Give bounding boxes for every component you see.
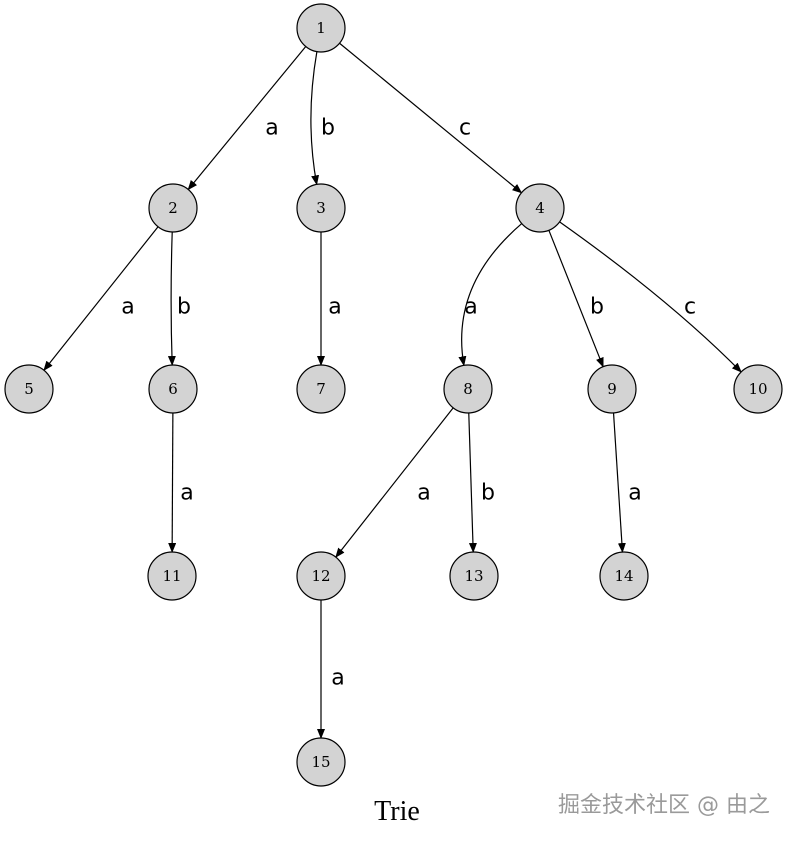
edge-line (335, 407, 454, 558)
edge-1-2: a (187, 46, 307, 191)
node-label: 3 (316, 199, 326, 217)
node-label: 12 (311, 567, 330, 585)
node-15: 15 (296, 737, 346, 787)
edge-line (548, 230, 604, 368)
edges-layer: a b c a b a a b c a a b a a (43, 42, 742, 739)
node-14: 14 (599, 551, 649, 601)
edge-line (559, 221, 742, 373)
node-circle (587, 364, 637, 414)
node-label: 9 (607, 380, 617, 398)
edge-line (168, 412, 177, 553)
node-label: 11 (162, 567, 181, 585)
node-circle (296, 3, 346, 53)
edge-8-13: b (468, 412, 495, 554)
edge-line (310, 51, 320, 186)
node-circle (4, 364, 54, 414)
node-circle (147, 551, 197, 601)
node-circle (148, 364, 198, 414)
node-label: 8 (463, 380, 473, 398)
edge-label: b (590, 295, 604, 320)
node-circle (443, 364, 493, 414)
node-circle (515, 183, 565, 233)
node-label: 10 (748, 380, 767, 398)
node-3: 3 (296, 183, 346, 233)
node-7: 7 (296, 364, 346, 414)
edge-1-4: c (339, 42, 523, 194)
edge-2-6: b (167, 231, 191, 367)
edge-label: a (628, 481, 641, 506)
edge-label: a (464, 295, 477, 320)
node-label: 1 (316, 19, 326, 37)
edge-label: a (328, 295, 341, 320)
node-label: 7 (316, 380, 326, 398)
edge-12-15: a (317, 600, 345, 739)
node-label: 2 (168, 199, 178, 217)
node-circle (296, 364, 346, 414)
edge-label: b (321, 116, 335, 141)
edge-label: a (265, 116, 278, 141)
node-5: 5 (4, 364, 54, 414)
node-circle (733, 364, 783, 414)
node-8: 8 (443, 364, 493, 414)
node-6: 6 (148, 364, 198, 414)
watermark: 掘金技术社区 @ 由之 (558, 793, 770, 818)
edge-line (612, 412, 626, 554)
edge-label: b (481, 481, 495, 506)
edge-4-10: c (559, 221, 742, 373)
edge-line (187, 46, 307, 191)
node-circle (148, 183, 198, 233)
edge-1-3: b (310, 51, 335, 186)
node-13: 13 (449, 551, 499, 601)
node-11: 11 (147, 551, 197, 601)
edge-label: c (459, 116, 471, 141)
node-label: 15 (311, 753, 330, 771)
edge-line (458, 223, 523, 367)
diagram-title: Trie (374, 796, 420, 827)
edge-line (468, 412, 477, 554)
node-label: 4 (535, 199, 545, 217)
node-9: 9 (587, 364, 637, 414)
edge-label: a (180, 481, 193, 506)
edge-label: c (684, 295, 696, 320)
edge-label: a (331, 666, 344, 691)
edge-3-7: a (317, 232, 342, 366)
edge-6-11: a (168, 412, 194, 553)
edge-4-9: b (548, 230, 604, 368)
node-circle (599, 551, 649, 601)
node-4: 4 (515, 183, 565, 233)
edge-line (339, 42, 523, 194)
edge-label: a (121, 295, 134, 320)
edge-label: a (417, 481, 430, 506)
edge-8-12: a (335, 407, 454, 558)
node-label: 14 (614, 567, 633, 585)
edge-9-14: a (612, 412, 642, 554)
node-circle (449, 551, 499, 601)
edge-2-5: a (43, 226, 159, 372)
node-circle (296, 737, 346, 787)
edge-4-8: a (458, 223, 523, 367)
edge-line (167, 231, 176, 367)
node-1: 1 (296, 3, 346, 53)
node-label: 6 (168, 380, 178, 398)
node-2: 2 (148, 183, 198, 233)
node-10: 10 (733, 364, 783, 414)
node-label: 5 (24, 380, 34, 398)
node-12: 12 (296, 551, 346, 601)
edge-line (43, 226, 159, 372)
node-circle (296, 183, 346, 233)
node-circle (296, 551, 346, 601)
edge-label: b (177, 295, 191, 320)
node-label: 13 (464, 567, 483, 585)
